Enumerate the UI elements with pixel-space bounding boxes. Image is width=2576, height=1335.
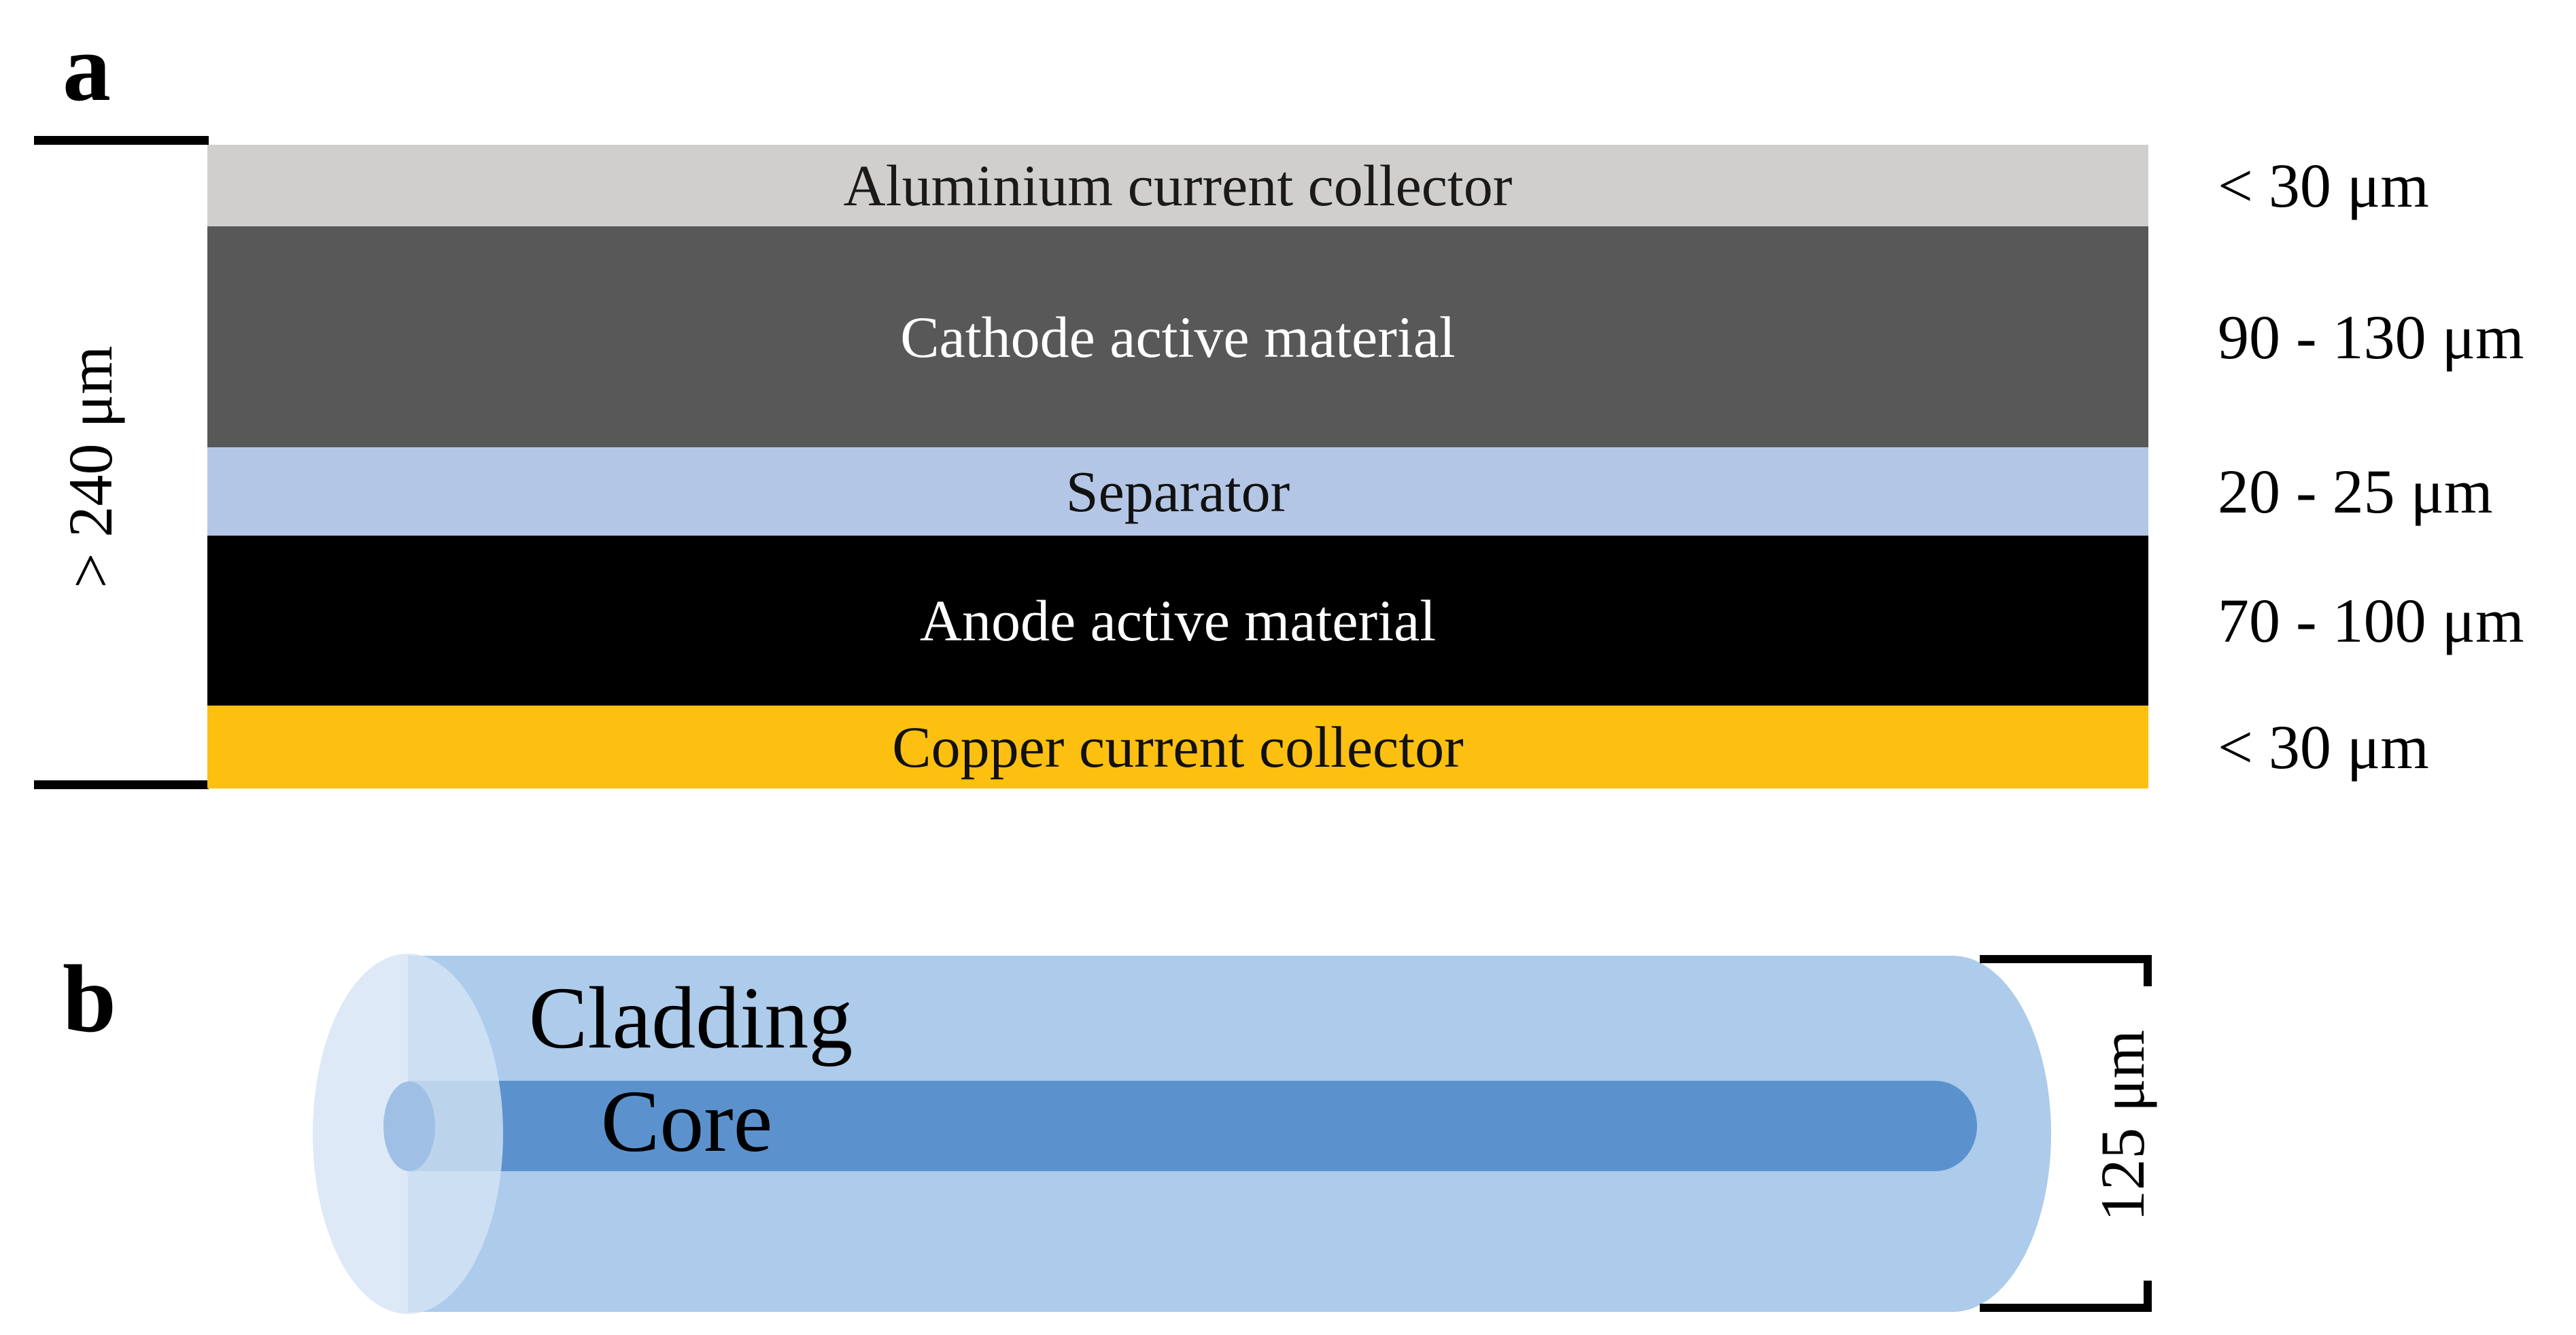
panel-b-label: b: [63, 945, 116, 1052]
layer-label: Cathode active material: [900, 304, 1456, 370]
panel-b-bracket-bottom-stub: [2144, 1281, 2152, 1312]
layer-label: Copper current collector: [892, 714, 1464, 780]
layer-cathode-active-material: Cathode active material: [207, 226, 2148, 447]
total-thickness-label: > 240 μm: [56, 345, 125, 589]
layer-copper-current-collector: Copper current collector: [207, 706, 2148, 788]
thickness-separator: 20 - 25 μm: [2218, 457, 2493, 526]
fiber-diameter-label: 125 μm: [2088, 1030, 2157, 1221]
core-label: Core: [600, 1073, 773, 1171]
battery-layer-stack: Aluminium current collector Cathode acti…: [207, 145, 2148, 788]
cladding-label: Cladding: [528, 969, 853, 1067]
thickness-anode: 70 - 100 μm: [2218, 586, 2524, 655]
panel-b-bracket-top-tick: [1980, 955, 2152, 963]
layer-anode-active-material: Anode active material: [207, 536, 2148, 706]
panel-a-label: a: [63, 14, 111, 121]
fiber-core-cylinder: [408, 1081, 1977, 1171]
panel-b-bracket-bottom-tick: [1980, 1304, 2152, 1312]
panel-a-bracket-bottom-tick: [34, 780, 209, 789]
panel-a-bracket-top-tick: [34, 136, 209, 145]
layer-label: Anode active material: [919, 588, 1437, 653]
fiber-core-end-face: [383, 1081, 435, 1171]
layer-label: Aluminium current collector: [843, 153, 1513, 218]
layer-separator: Separator: [207, 447, 2148, 536]
thickness-copper: < 30 μm: [2218, 712, 2429, 782]
panel-b-bracket-top-stub: [2144, 955, 2152, 986]
layer-aluminium-current-collector: Aluminium current collector: [207, 145, 2148, 226]
thickness-cathode: 90 - 130 μm: [2218, 302, 2524, 372]
layer-label: Separator: [1065, 459, 1290, 524]
thickness-aluminium: < 30 μm: [2218, 151, 2429, 220]
